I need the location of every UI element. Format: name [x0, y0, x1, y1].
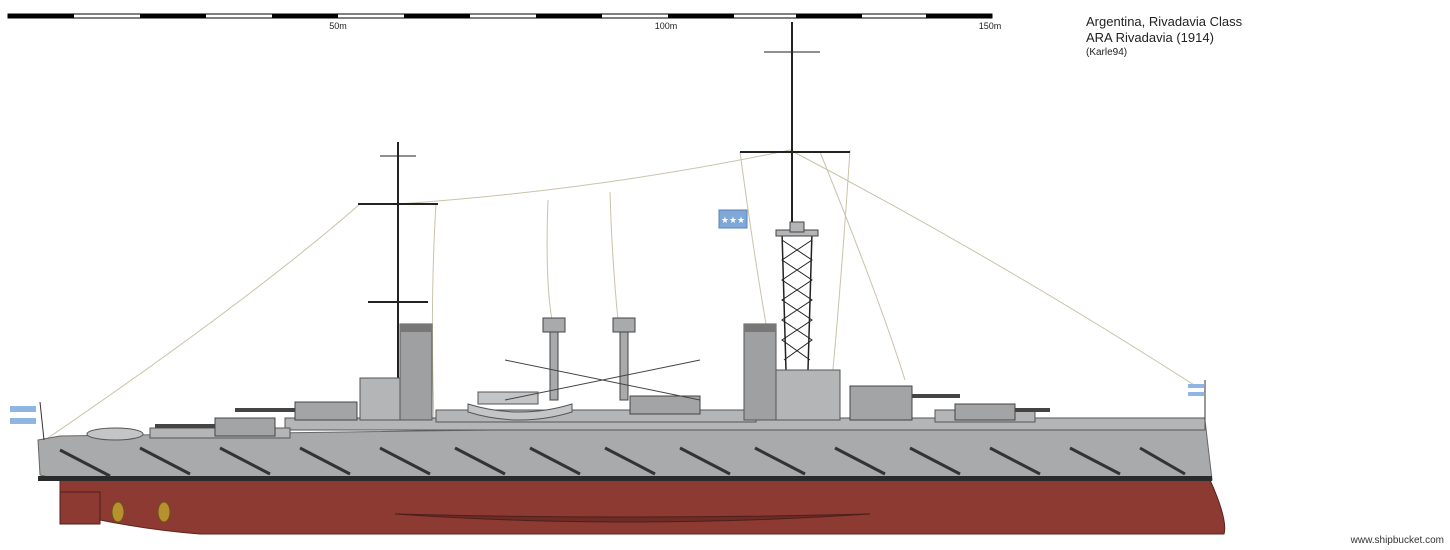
rigging	[44, 149, 1206, 441]
rudder	[59, 491, 101, 525]
scale-bar	[7, 13, 993, 19]
hull-lower	[59, 479, 1226, 535]
scale-label-150m: 150m	[978, 21, 1002, 31]
scale-label-100m: 100m	[654, 21, 678, 31]
boats	[86, 391, 573, 441]
site-credit: www.shipbucket.com	[1350, 535, 1444, 546]
casemate-guns	[59, 446, 1186, 478]
aft-funnel	[743, 323, 777, 421]
stern-flag-icon	[10, 401, 45, 441]
ship-title-line2: ARA Rivadavia (1914)	[1086, 30, 1214, 45]
turrets	[155, 385, 1050, 437]
ship-title-line3: (Karle94)	[1086, 47, 1128, 58]
forward-funnel	[399, 323, 433, 421]
searchlight-towers	[504, 317, 701, 401]
scale-label-50m: 50m	[329, 21, 347, 31]
admiral-flag-icon: ★★★	[718, 209, 748, 229]
ship-title-line1: Argentina, Rivadavia Class	[1086, 14, 1243, 29]
propellers	[111, 501, 171, 523]
bow-flag-icon	[1188, 380, 1206, 420]
foremast	[358, 142, 438, 400]
mainmast	[740, 22, 850, 371]
svg-text:★★★: ★★★	[721, 216, 745, 226]
